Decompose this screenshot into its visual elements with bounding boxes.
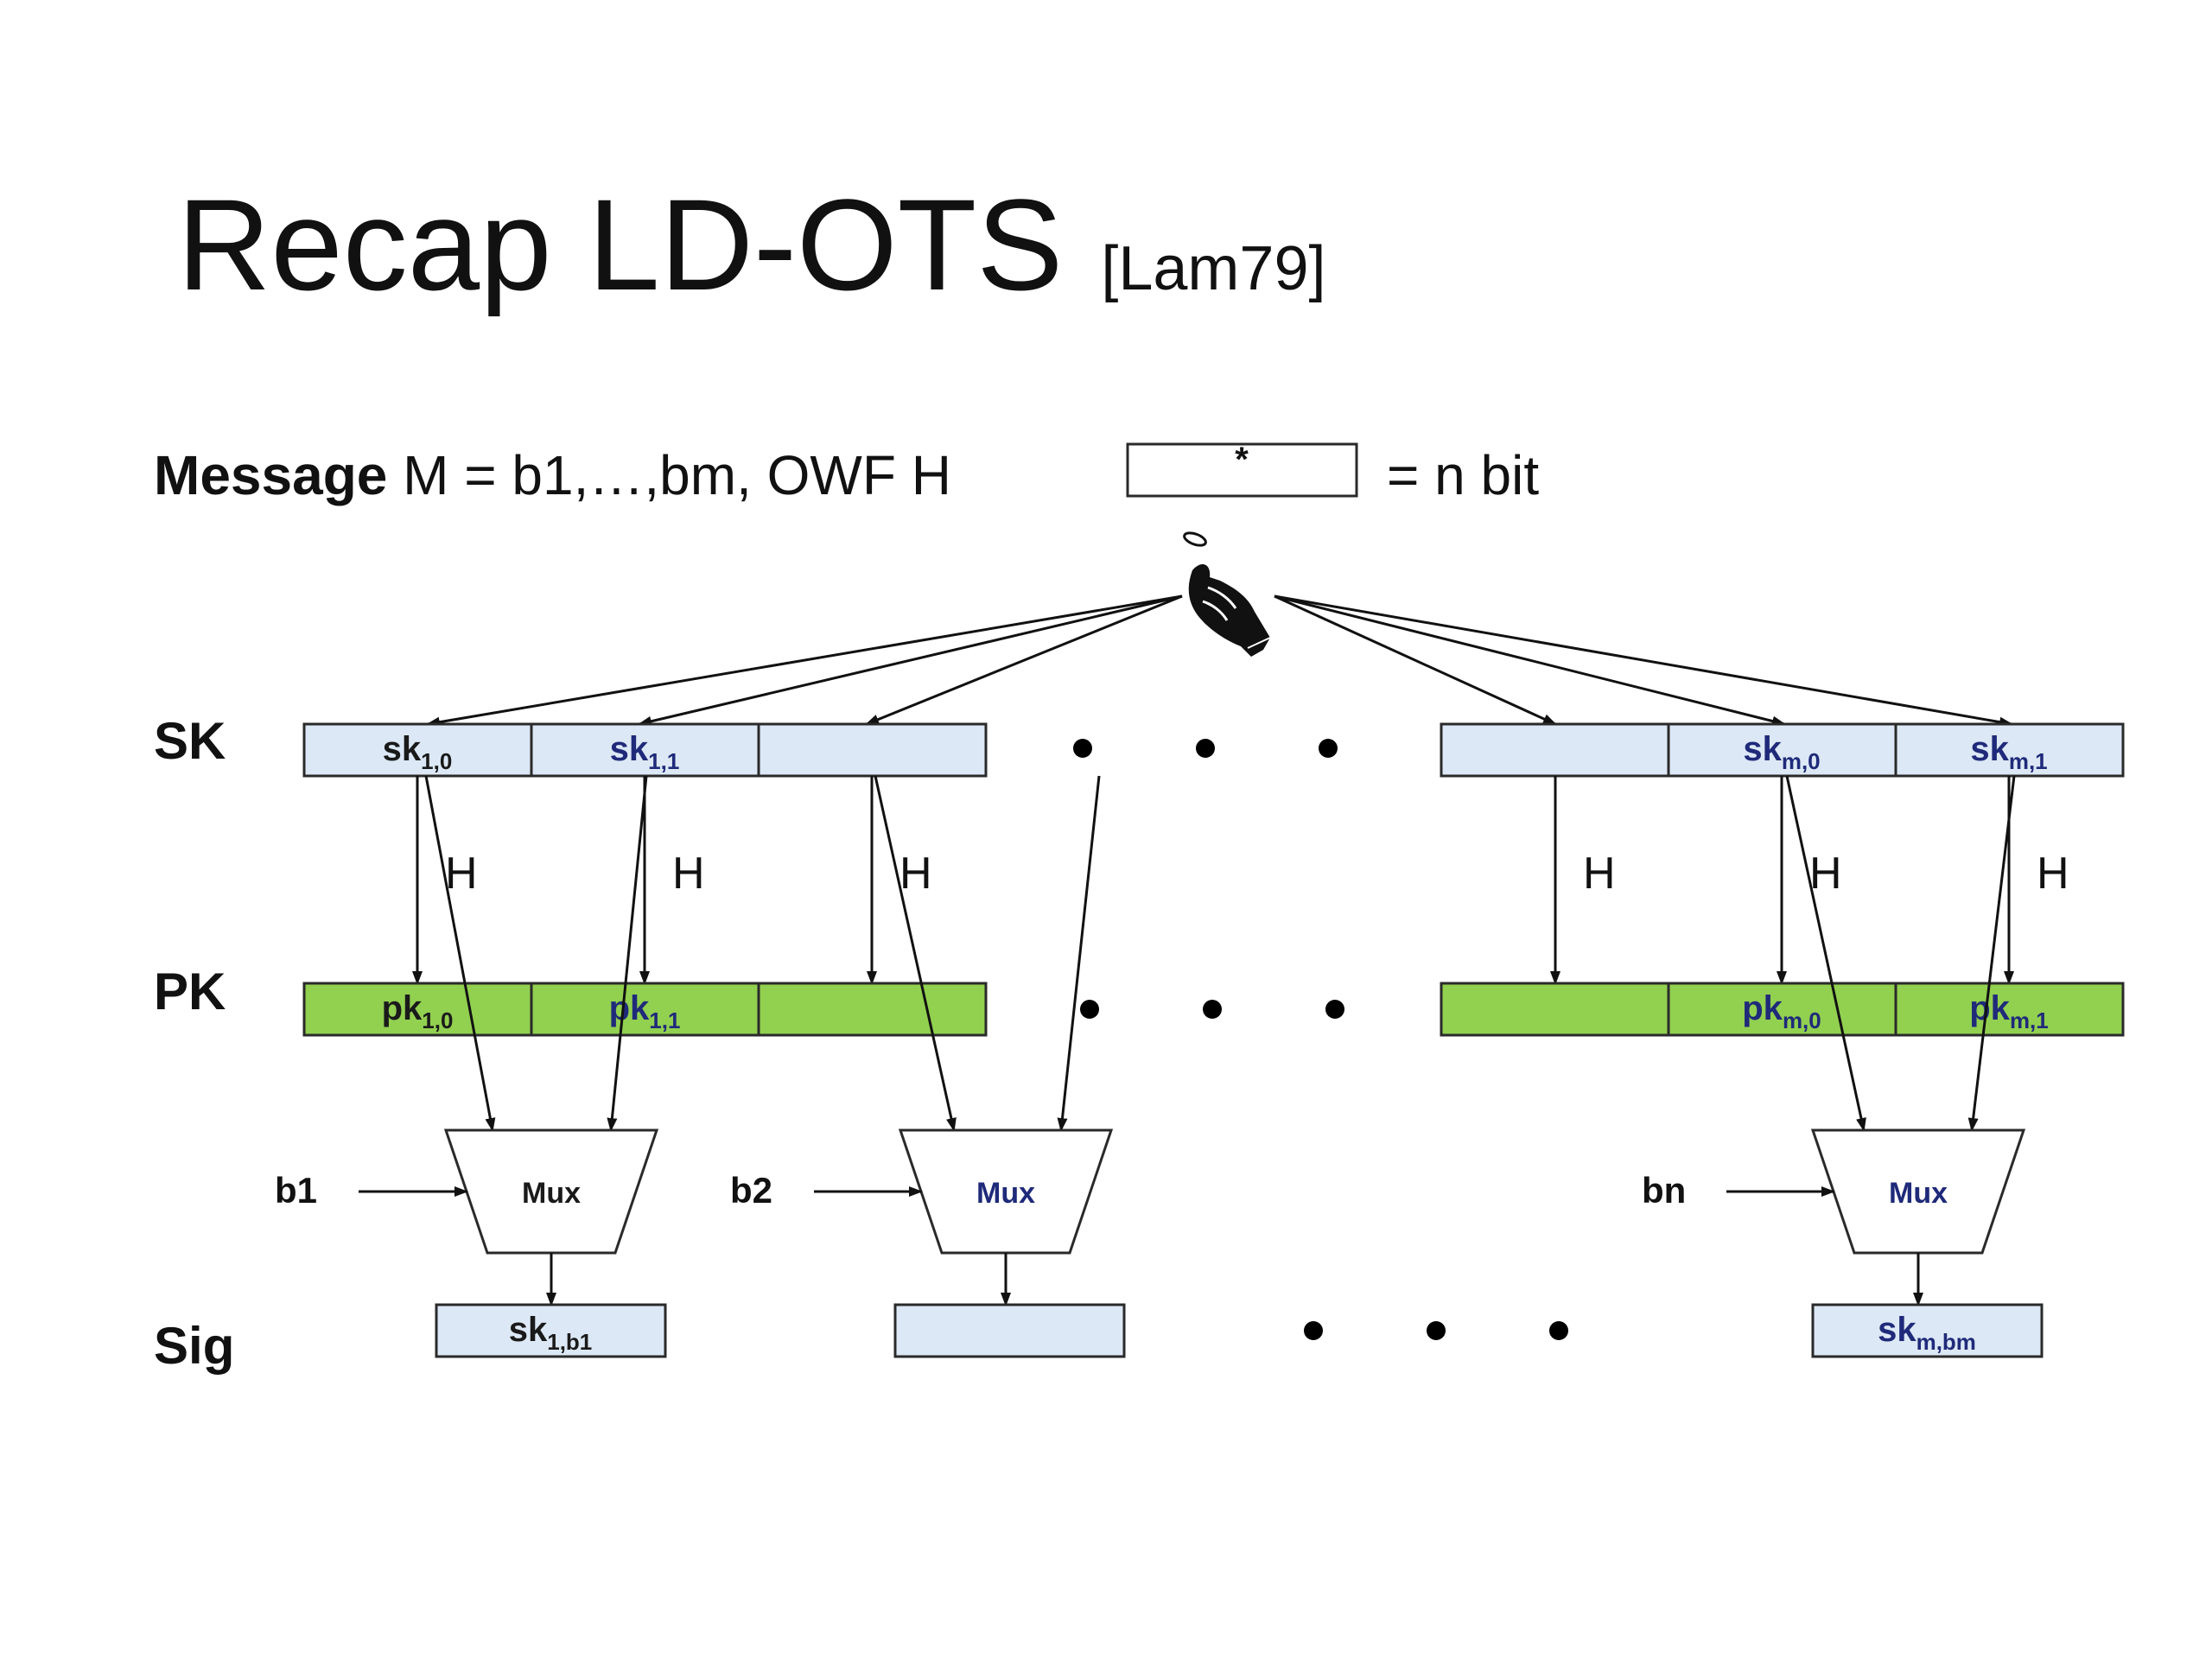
coin-to-sk-arrows: [426, 594, 2013, 728]
hash-label: H: [445, 849, 478, 899]
row-label-sig: Sig: [154, 1317, 234, 1375]
mux-label: Mux: [1889, 1177, 1948, 1210]
sk-cell-label: skm,1: [1970, 730, 2047, 774]
hash-label: H: [672, 849, 705, 899]
title-main: Recap LD-OTS: [177, 172, 1063, 317]
pk-ellipsis: [1080, 1000, 1344, 1019]
sig-cell-label: skm,bm: [1878, 1311, 1976, 1355]
sk-cell: skm,1: [1894, 722, 2125, 778]
sk-cell: sk1,1: [530, 722, 760, 778]
hash-labels: H H H H H H: [445, 849, 2069, 899]
legend-text: = n bit: [1387, 444, 1539, 506]
sk-ellipsis: [1073, 739, 1338, 758]
sig-cell: sk1,b1: [435, 1303, 667, 1358]
sig-cell-label: sk1,b1: [509, 1311, 593, 1355]
message-label: Message: [154, 444, 387, 506]
sig-ellipsis: [1304, 1321, 1568, 1340]
pk-cell: [757, 982, 988, 1037]
pk-cell-label: pk1,0: [382, 989, 454, 1033]
mux-block: Mux: [1810, 1128, 2026, 1255]
mux-label: Mux: [976, 1177, 1035, 1210]
pk-cell-label: pk1,1: [609, 989, 681, 1033]
message-definition: M = b1,…,bm, OWF H: [387, 444, 951, 506]
mux-block: Mux: [898, 1128, 1114, 1255]
bit-label-b2: b2: [730, 1170, 772, 1211]
pk-cell-label: pkm,1: [1969, 989, 2049, 1033]
hash-label: H: [899, 849, 932, 899]
hash-label: H: [2037, 849, 2069, 899]
bit-label-b1: b1: [275, 1170, 317, 1211]
hand-flipping-coin-icon: [1183, 531, 1271, 657]
sk-cell: [1440, 722, 1670, 778]
sk-row: sk1,0 sk1,1 skm,0 skm,1: [302, 722, 2125, 778]
sk-cell: sk1,0: [302, 722, 533, 778]
title-reference: [Lam79]: [1101, 234, 1325, 303]
hash-arrows: [412, 776, 2014, 985]
pk-cell-label: pkm,0: [1742, 989, 1821, 1033]
sk-cell-label: sk1,0: [383, 730, 453, 774]
pk-cell: pk1,1: [530, 982, 760, 1037]
row-label-pk: PK: [154, 963, 226, 1020]
hash-label: H: [1583, 849, 1616, 899]
n-bit-legend-box: [1126, 442, 1358, 498]
sk-cell: [757, 722, 988, 778]
pk-row: pk1,0 pk1,1 pkm,0 pkm,1: [302, 982, 2125, 1037]
legend-star: *: [1235, 441, 1249, 479]
sk-cell: skm,0: [1667, 722, 1897, 778]
pk-cell: pk1,0: [302, 982, 533, 1037]
mux-block: Mux: [443, 1128, 659, 1255]
sig-row: sk1,b1 skm,bm: [435, 1303, 2044, 1358]
sig-cell: [893, 1303, 1126, 1358]
pk-cell: pkm,0: [1667, 982, 1897, 1037]
slide-title: Recap LD-OTS [Lam79]: [177, 172, 1325, 317]
bit-label-bn: bn: [1642, 1170, 1686, 1211]
hash-label: H: [1809, 849, 1842, 899]
sk-cell-label: sk1,1: [610, 730, 680, 774]
sk-cell-label: skm,0: [1743, 730, 1820, 774]
sk-to-mux-arrows: [424, 775, 2016, 1132]
mux-to-sig-arrows: [546, 1253, 1923, 1306]
message-line: Message M = b1,…,bm, OWF H: [154, 444, 951, 506]
pk-cell: pkm,1: [1894, 982, 2125, 1037]
mux-label: Mux: [522, 1177, 581, 1210]
sig-cell: skm,bm: [1811, 1303, 2044, 1358]
pk-cell: [1440, 982, 1670, 1037]
row-label-sk: SK: [154, 712, 226, 770]
